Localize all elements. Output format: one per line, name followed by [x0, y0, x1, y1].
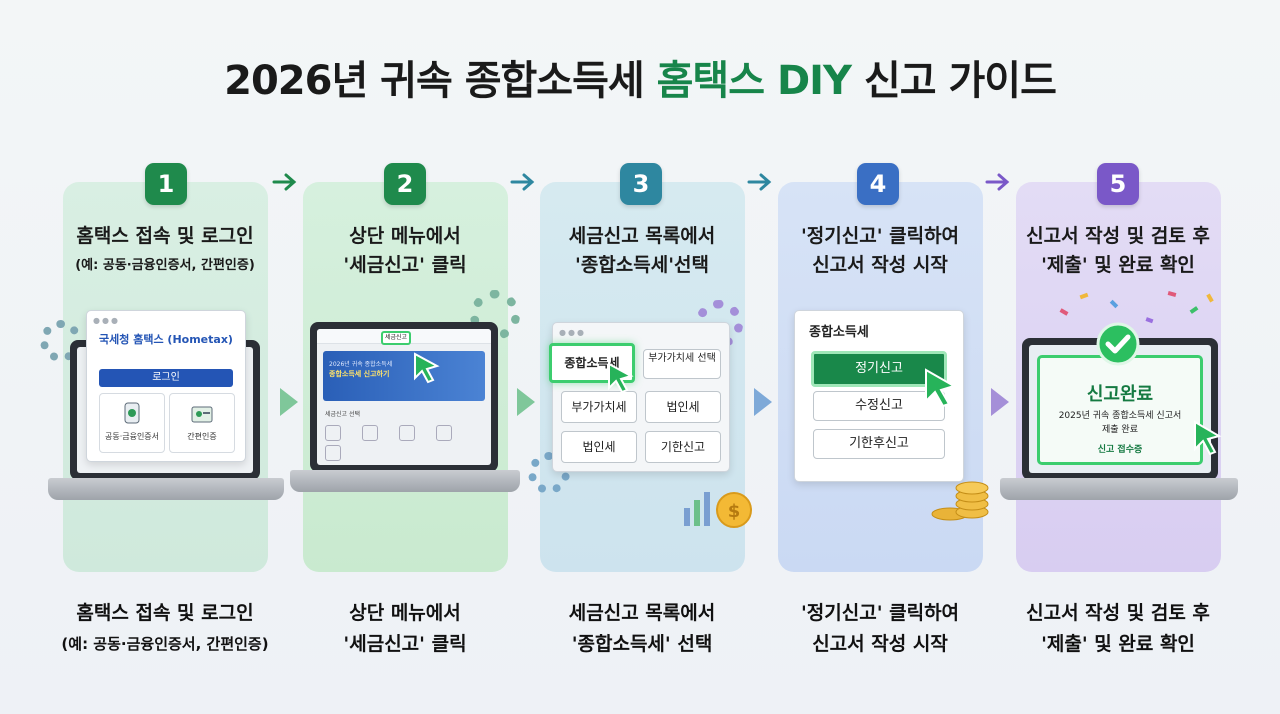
- step-badge-4: 4: [857, 163, 899, 205]
- bottom-text-5: 신고서 작성 및 검토 후 '제출' 및 완료 확인: [993, 598, 1243, 660]
- bottom-1-line2: (예: 공동·금융인증서, 간편인증): [61, 635, 269, 653]
- regular-report-button[interactable]: 정기신고: [811, 351, 947, 387]
- arrow-right-icon: [985, 173, 1010, 191]
- phone-icon: [124, 402, 140, 424]
- laptop-base-1: [48, 478, 284, 500]
- simple-auth-label: 간편인증: [187, 432, 217, 441]
- hometax-login-window: ●●● 국세청 홈택스 (Hometax) 로그인 공동·금융인증서 간편인증: [86, 310, 246, 462]
- bottom-4-line1: '정기신고' 클릭하여: [800, 602, 960, 624]
- bottom-text-4: '정기신고' 클릭하여 신고서 작성 시작: [755, 598, 1005, 660]
- arrow-right-icon: [747, 173, 772, 191]
- arrow-right-icon: [754, 388, 772, 416]
- step-badge-5: 5: [1097, 163, 1139, 205]
- certificate-label: 공동·금융인증서: [104, 432, 160, 441]
- arrow-right-icon: [280, 388, 298, 416]
- late-report-button[interactable]: 기한후신고: [813, 429, 945, 459]
- bottom-2-line1: 상단 메뉴에서: [349, 602, 461, 624]
- certificate-login-tile[interactable]: 공동·금융인증서: [99, 393, 165, 453]
- arrow-right-icon: [991, 388, 1009, 416]
- step-text-3: 세금신고 목록에서 '종합소득세'선택: [527, 222, 757, 280]
- bottom-text-1: 홈택스 접속 및 로그인 (예: 공동·금융인증서, 간편인증): [40, 598, 290, 660]
- gear-icon: [528, 452, 570, 494]
- arrow-right-icon: [510, 173, 535, 191]
- corporate-tax-option-2[interactable]: 법인세: [561, 431, 637, 463]
- vat-option[interactable]: 부가가치세: [561, 391, 637, 423]
- check-circle-icon: [1096, 322, 1140, 366]
- step-text-4: '정기신고' 클릭하여 신고서 작성 시작: [765, 222, 995, 280]
- confetti-icon: [1059, 291, 1214, 324]
- cursor-arrow-icon: [925, 368, 957, 408]
- svg-text:$: $: [728, 501, 741, 522]
- bottom-text-3: 세금신고 목록에서 '종합소득세' 선택: [517, 598, 767, 660]
- amended-report-button[interactable]: 수정신고: [813, 391, 945, 421]
- arrow-right-icon: [272, 173, 297, 191]
- cursor-arrow-icon: [414, 352, 440, 384]
- step-badge-1: 1: [145, 163, 187, 205]
- laptop-base-5: [1000, 478, 1238, 500]
- corporate-tax-option-1[interactable]: 법인세: [645, 391, 721, 423]
- login-button[interactable]: 로그인: [99, 369, 233, 387]
- laptop-screen-2: 세금신고 2026년 귀속 종합소득세 종합소득세 신고하기 세금신고 선택: [310, 322, 498, 472]
- simple-auth-tile[interactable]: 간편인증: [169, 393, 235, 453]
- step-badge-2: 2: [384, 163, 426, 205]
- hometax-header: 국세청 홈택스 (Hometax): [99, 333, 233, 346]
- step-3-subtitle: '종합소득세'선택: [575, 254, 709, 276]
- step-5-title: 신고서 작성 및 검토 후: [1026, 225, 1210, 247]
- step-text-1: 홈택스 접속 및 로그인 (예: 공동·금융인증서, 간편인증): [50, 222, 280, 280]
- laptop-base-2: [290, 470, 520, 492]
- title-accent: 홈택스 DIY: [656, 58, 852, 104]
- completion-panel: 신고완료 2025년 귀속 종합소득세 신고서 제출 완료 신고 접수증: [1037, 355, 1203, 465]
- step-text-5: 신고서 작성 및 검토 후 '제출' 및 완료 확인: [1003, 222, 1233, 280]
- tax-report-menu[interactable]: 세금신고: [381, 331, 411, 345]
- completion-message-line1: 2025년 귀속 종합소득세 신고서: [1058, 411, 1182, 421]
- report-window-header: 종합소득세: [809, 325, 869, 340]
- coin-stack-icon: [931, 481, 989, 521]
- tax-icon-row: [325, 425, 485, 461]
- cursor-arrow-icon: [1194, 420, 1222, 456]
- step-1-subtitle: (예: 공동·금융인증서, 간편인증): [75, 258, 255, 273]
- step-5-subtitle: '제출' 및 완료 확인: [1041, 254, 1195, 276]
- cursor-arrow-icon: [608, 362, 634, 394]
- title-part2: 신고 가이드: [851, 58, 1057, 104]
- step-text-2: 상단 메뉴에서 '세금신고' 클릭: [290, 222, 520, 280]
- step-badge-3: 3: [620, 163, 662, 205]
- step-2-subtitle: '세금신고' 클릭: [343, 254, 467, 276]
- bottom-5-line1: 신고서 작성 및 검토 후: [1026, 602, 1210, 624]
- hometax-banner: 2026년 귀속 종합소득세 종합소득세 신고하기: [323, 351, 485, 401]
- vat-select-option[interactable]: 부가가치세 선택: [643, 349, 721, 379]
- banner-line2: 종합소득세 신고하기: [329, 370, 390, 378]
- banner-line1: 2026년 귀속 종합소득세: [329, 361, 393, 368]
- deadline-report-option[interactable]: 기한신고: [645, 431, 721, 463]
- bottom-5-line2: '제출' 및 완료 확인: [1041, 633, 1195, 655]
- report-type-window: 종합소득세 정기신고 수정신고 기한후신고: [794, 310, 964, 482]
- step-1-title: 홈택스 접속 및 로그인: [76, 225, 254, 247]
- id-card-icon: [191, 406, 213, 423]
- completion-message-line2: 제출 완료: [1102, 425, 1138, 435]
- completion-title: 신고완료: [1086, 384, 1154, 405]
- step-4-title: '정기신고' 클릭하여: [800, 225, 960, 247]
- bottom-text-2: 상단 메뉴에서 '세금신고' 클릭: [280, 598, 530, 660]
- bottom-3-line2: '종합소득세' 선택: [571, 633, 713, 655]
- receipt-link[interactable]: 신고 접수증: [1097, 445, 1143, 455]
- title-part1: 2026년 귀속 종합소득세: [224, 58, 657, 104]
- bottom-1-line1: 홈택스 접속 및 로그인: [76, 602, 254, 624]
- step-2-title: 상단 메뉴에서: [349, 225, 461, 247]
- arrow-right-icon: [517, 388, 535, 416]
- step-3-title: 세금신고 목록에서: [568, 225, 716, 247]
- step-4-subtitle: 신고서 작성 시작: [812, 254, 948, 276]
- page-title: 2026년 귀속 종합소득세 홈택스 DIY 신고 가이드: [0, 48, 1280, 106]
- dollar-coin-icon: $: [684, 492, 752, 528]
- bottom-4-line2: 신고서 작성 시작: [812, 633, 948, 655]
- bottom-2-line2: '세금신고' 클릭: [343, 633, 467, 655]
- tax-list-label: 세금신고 선택: [325, 411, 361, 418]
- bottom-3-line1: 세금신고 목록에서: [568, 602, 716, 624]
- tax-type-window: ●●● 종합소득세 부가가치세 선택 부가가치세 법인세 법인세 기한신고: [549, 322, 730, 472]
